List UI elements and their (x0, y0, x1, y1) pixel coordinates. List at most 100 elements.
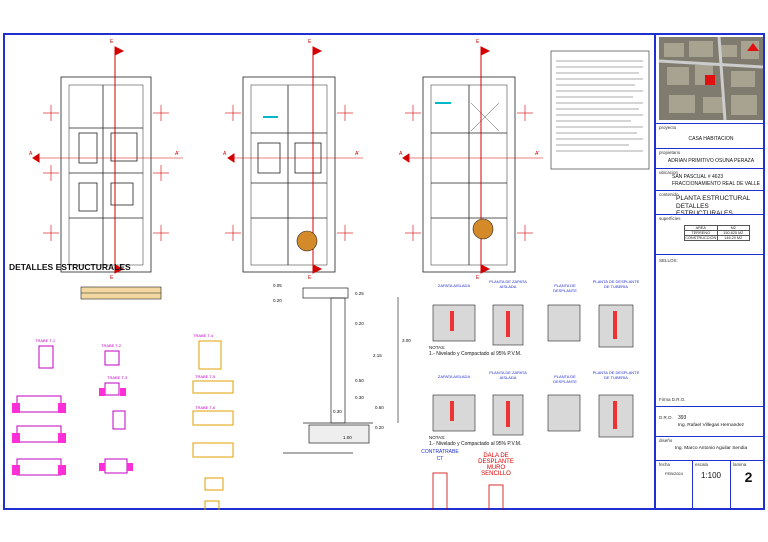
note-compactado-1: 1.- Nivelado y Compactado al 95% P.V.M. (429, 351, 522, 357)
escala-cell: escala 1:100 (692, 461, 731, 510)
contenido-row: contenido PLANTA ESTRUCTURAL DETALLES ES… (656, 190, 765, 217)
dala-title: DALA DE DESPLANTE MURO SENCILLO (478, 453, 514, 477)
sup-header-area: AREA (695, 226, 706, 230)
axis-label-a-3: A (399, 151, 403, 157)
axis-label-a-1: A (29, 151, 33, 157)
ubicacion-line-1: SAN PASCUAL # 4623 (672, 174, 724, 180)
zapata-title-3: PLANTA DE DESPLANTE (553, 283, 577, 293)
escala-label: escala (695, 462, 709, 467)
dim-label-2: 0.25 (355, 291, 364, 296)
proyecto-value: CASA HABITACION (688, 136, 734, 142)
zapata-title-6: PLANTA DE ZAPATA AISLADA (489, 370, 527, 380)
dim-label-8: 2.15 (373, 353, 382, 358)
propietario-label: propietario (659, 150, 681, 155)
sup-construccion-label: CONSTRUCCION (685, 236, 717, 240)
structural-plans-svg (12, 46, 650, 510)
axis-label-a-prime-3: A' (535, 151, 540, 157)
propietario-row: propietario ADRIAN PRIMITIVO OSUNA PERAZ… (656, 148, 765, 168)
contratrabe-title: CONTRATRABE (421, 449, 459, 455)
dro-number: 393 (678, 415, 687, 421)
dim-label-12: 1.00 (343, 435, 352, 440)
firma-dro-label: Firma D.R.O. (659, 397, 686, 402)
diseno-row: diseño Ing. Marco Antonio Aguilar Sendia (656, 436, 765, 460)
cut-label-e-top-3: E (476, 39, 480, 45)
drawing-area[interactable]: E E E E E E A A' A A' A A' DETALLES ESTR… (3, 33, 654, 510)
contratrabe-detail (432, 472, 504, 510)
cut-label-e-top-2: E (308, 39, 312, 45)
superficies-row: superficies AREA M2 TERRENO 150.825 M2 C… (656, 214, 765, 254)
zapata-title-2: PLANTA DE ZAPATA AISLADA (489, 279, 527, 289)
cut-label-e-bottom-3: E (476, 275, 480, 281)
dro-row: D.R.O. 393 Ing. Rafael Villegas Hernande… (656, 406, 765, 436)
circular-slab-2 (296, 230, 318, 252)
grid-markers (43, 105, 533, 241)
trabe-label-4: TRABE T-4 (193, 333, 214, 338)
note-compactado-2: 1.- Nivelado y Compactado al 95% P.V.M. (429, 441, 522, 447)
dim-label-4: 0.20 (355, 321, 364, 326)
trabe-label-3: TRABE T-3 (107, 375, 128, 380)
zapata-title-8: PLANTA DE DESPLANTE DE TUBERIA (592, 370, 640, 380)
axis-label-a-prime-2: A' (355, 151, 360, 157)
title-block: proyecto CASA HABITACION propietario ADR… (654, 33, 765, 510)
zapata-title-7: PLANTA DE DESPLANTE (553, 374, 577, 384)
slab-detail (80, 286, 162, 300)
fecha-label: fecha (659, 462, 671, 467)
floor-plan-2 (242, 76, 336, 273)
general-notes-box (550, 50, 650, 170)
dim-label-10: 0.30 (333, 409, 342, 414)
dim-label-9: 0.60 (375, 405, 384, 410)
propietario-value: ADRIAN PRIMITIVO OSUNA PERAZA (667, 158, 755, 164)
notes-label-1: NOTAS: (429, 345, 446, 350)
cut-label-e-top-1: E (110, 39, 114, 45)
contratrabe-subtitle: CT (436, 456, 444, 462)
dro-label: D.R.O. (659, 415, 673, 420)
dim-label-11: 0.20 (375, 425, 384, 430)
dim-label-7: 3.00 (402, 338, 411, 343)
beam-sections (16, 340, 234, 510)
fecha-cell: fecha FEB/2024 (656, 461, 693, 510)
wall-section (283, 287, 399, 454)
floor-plan-3 (422, 76, 516, 273)
cut-label-e-bottom-1: E (110, 275, 114, 281)
dro-name: Ing. Rafael Villegas Hernandez (677, 423, 745, 428)
axis-label-a-2: A (223, 151, 227, 157)
dim-label-6: 0.30 (355, 395, 364, 400)
lamina-label: lamina (733, 462, 747, 467)
escala-value: 1:100 (700, 471, 722, 480)
circular-slab-3 (472, 218, 494, 240)
contenido-label: contenido (659, 192, 679, 197)
trabe-label-1: TRABE T-1 (35, 338, 56, 343)
cut-label-e-bottom-2: E (308, 275, 312, 281)
sup-terreno-label: TERRENO (691, 231, 711, 235)
zapata-title-1: ZAPATA AISLADA (437, 283, 471, 288)
proyecto-row: proyecto CASA HABITACION (656, 123, 765, 148)
lamina-cell: lamina 2 (730, 461, 767, 510)
lamina-value: 2 (744, 469, 753, 485)
ubicacion-row: ubicacion SAN PASCUAL # 4623 FRACCIONAMI… (656, 168, 765, 190)
diseno-name: Ing. Marco Antonio Aguilar Sendia (674, 446, 748, 451)
ubicacion-label: ubicacion (659, 170, 679, 175)
location-aerial-photo (659, 37, 763, 120)
zapata-title-5: ZAPATA AISLADA (437, 374, 471, 379)
diseno-label: diseño (659, 438, 673, 443)
trabe-label-2: TRABE T-2 (101, 343, 122, 348)
dim-label-5: 0.50 (355, 378, 364, 383)
ubicacion-line-2: FRACCIONAMIENTO REAL DE VALLE (672, 181, 760, 187)
proyecto-label: proyecto (659, 125, 677, 130)
section-title: DETALLES ESTRUCTURALES (9, 262, 131, 272)
sellos-row: SELLOS: Firma D.R.O. (656, 254, 765, 406)
superficies-label: superficies (659, 216, 681, 221)
contenido-line-2: DETALLES ESTRUCTURALES (676, 203, 733, 217)
axis-label-a-prime-1: A' (175, 151, 180, 157)
zapata-title-4: PLANTA DE DESPLANTE DE TUBERIA (592, 279, 640, 289)
sup-construccion-value: 146.20 M2 (716, 236, 750, 240)
sellos-label: SELLOS: (659, 258, 678, 263)
sup-header-m2: M2 (716, 226, 750, 230)
map-icon (659, 37, 763, 120)
dim-label-1: 0.05 (273, 283, 282, 288)
sup-terreno-value: 150.825 M2 (716, 231, 750, 235)
dim-label-3: 0.20 (273, 298, 282, 303)
fecha-escala-row: fecha FEB/2024 escala 1:100 lamina 2 (656, 460, 765, 510)
contenido-line-1: PLANTA ESTRUCTURAL (676, 195, 751, 202)
floor-plan-1 (60, 76, 152, 273)
